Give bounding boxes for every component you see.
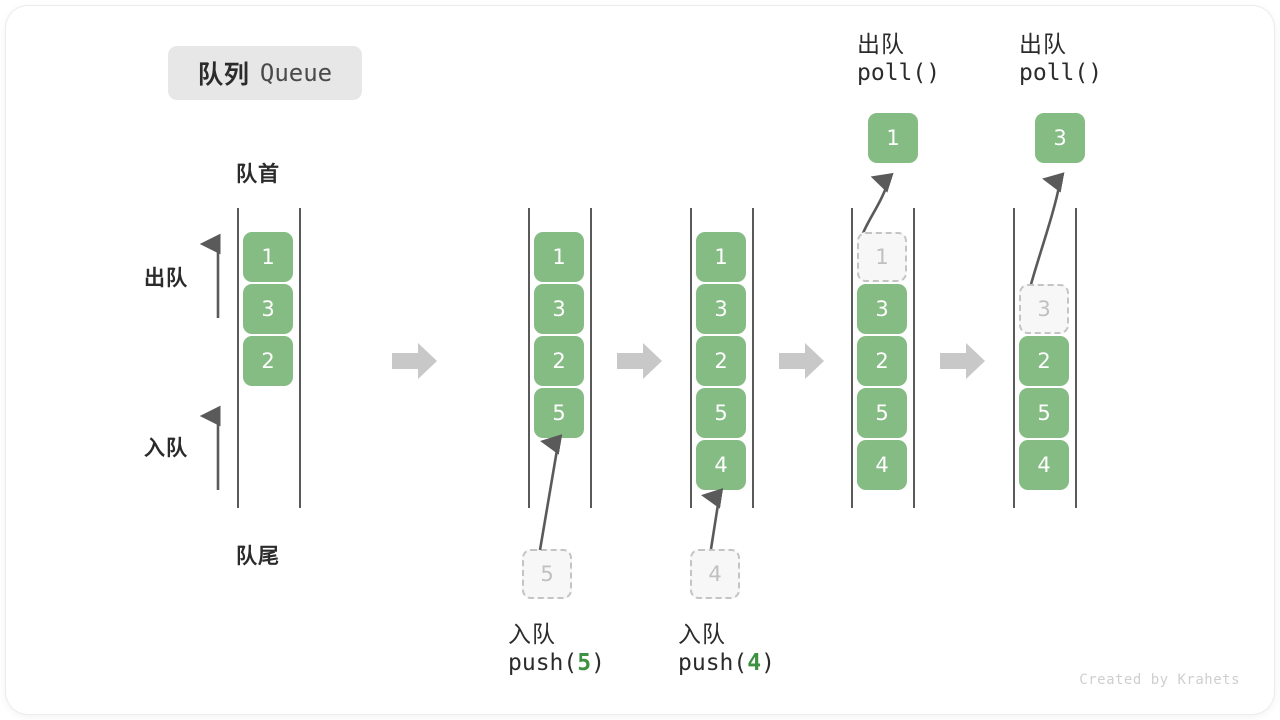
queue-element-new[interactable]: 4 <box>696 440 746 490</box>
queue-rail-left <box>1013 208 1015 508</box>
queue-element[interactable]: 2 <box>696 336 746 386</box>
code-prefix: poll( <box>857 60 927 87</box>
enqueue-direction-label: 入队 <box>144 437 188 460</box>
enqueue-direction-arrow <box>199 405 221 490</box>
code-prefix: push( <box>508 650 578 677</box>
queue-element-new[interactable]: 5 <box>534 388 584 438</box>
operation-label-cn: 出队 <box>1019 31 1067 57</box>
queue-rail-left <box>851 208 853 508</box>
credit-text: Created by Krahets <box>1079 672 1240 688</box>
queue-element[interactable]: 3 <box>534 284 584 334</box>
queue-element[interactable]: 2 <box>534 336 584 386</box>
queue-element[interactable]: 4 <box>857 440 907 490</box>
poll-motion-arrow <box>860 172 894 237</box>
queue-element[interactable]: 5 <box>696 388 746 438</box>
queue-ghost-element: 1 <box>857 232 907 282</box>
queue-rail-right <box>913 208 915 508</box>
operation-caption-push-5: 入队 push(5) <box>508 620 605 679</box>
code-suffix: ) <box>761 650 775 677</box>
queue-element[interactable]: 5 <box>1019 388 1069 438</box>
queue-element[interactable]: 1 <box>534 232 584 282</box>
queue-head-label: 队首 <box>236 163 280 186</box>
step-separator-arrow <box>392 343 437 379</box>
dequeue-direction-label: 出队 <box>144 267 188 290</box>
operation-label-code: push(5) <box>508 649 605 678</box>
operation-label-cn: 入队 <box>678 621 726 647</box>
operation-label-code: poll() <box>1019 59 1102 88</box>
operation-caption-push-4: 入队 push(4) <box>678 620 775 679</box>
push-motion-arrow <box>538 434 563 551</box>
title-chinese: 队列 <box>197 61 250 89</box>
code-prefix: poll( <box>1019 60 1089 87</box>
queue-element[interactable]: 3 <box>696 284 746 334</box>
queue-rail-right <box>752 208 754 508</box>
step-separator-arrow <box>617 343 662 379</box>
queue-tail-label: 队尾 <box>236 545 280 568</box>
operation-label-cn: 出队 <box>857 31 905 57</box>
queue-popped-element[interactable]: 1 <box>868 113 918 163</box>
queue-ghost-element: 3 <box>1019 284 1069 334</box>
queue-element[interactable]: 5 <box>857 388 907 438</box>
queue-element[interactable]: 2 <box>1019 336 1069 386</box>
code-argument: 5 <box>577 650 592 677</box>
queue-rail-left <box>690 208 692 508</box>
operation-label-code: push(4) <box>678 649 775 678</box>
title-english: Queue <box>259 59 333 87</box>
step-separator-arrow <box>779 343 824 379</box>
dequeue-direction-arrow <box>199 233 221 318</box>
queue-element[interactable]: 1 <box>696 232 746 282</box>
queue-element[interactable]: 3 <box>857 284 907 334</box>
queue-element[interactable]: 1 <box>243 232 293 282</box>
code-suffix: ) <box>591 650 605 677</box>
queue-rail-left <box>528 208 530 508</box>
step-separator-arrow <box>940 343 985 379</box>
queue-element[interactable]: 3 <box>243 284 293 334</box>
code-suffix: ) <box>1088 60 1103 87</box>
code-argument: 4 <box>747 650 762 677</box>
queue-rail-right <box>1075 208 1077 508</box>
operation-caption-poll-3: 出队 poll() <box>1019 30 1102 89</box>
poll-motion-arrow <box>1028 172 1065 289</box>
queue-popped-element[interactable]: 3 <box>1035 113 1085 163</box>
queue-element[interactable]: 2 <box>243 336 293 386</box>
diagram-title-chip: 队列 Queue <box>168 46 362 100</box>
operation-label-cn: 入队 <box>508 621 556 647</box>
queue-element[interactable]: 2 <box>857 336 907 386</box>
queue-rail-left <box>237 208 239 508</box>
push-motion-arrow <box>701 488 724 550</box>
queue-rail-right <box>299 208 301 508</box>
code-prefix: push( <box>678 650 748 677</box>
queue-element[interactable]: 4 <box>1019 440 1069 490</box>
operation-caption-poll-1: 出队 poll() <box>857 30 940 89</box>
code-suffix: ) <box>926 60 941 87</box>
queue-rail-right <box>590 208 592 508</box>
queue-ghost-element: 4 <box>690 549 740 599</box>
queue-ghost-element: 5 <box>522 549 572 599</box>
operation-label-code: poll() <box>857 59 940 88</box>
